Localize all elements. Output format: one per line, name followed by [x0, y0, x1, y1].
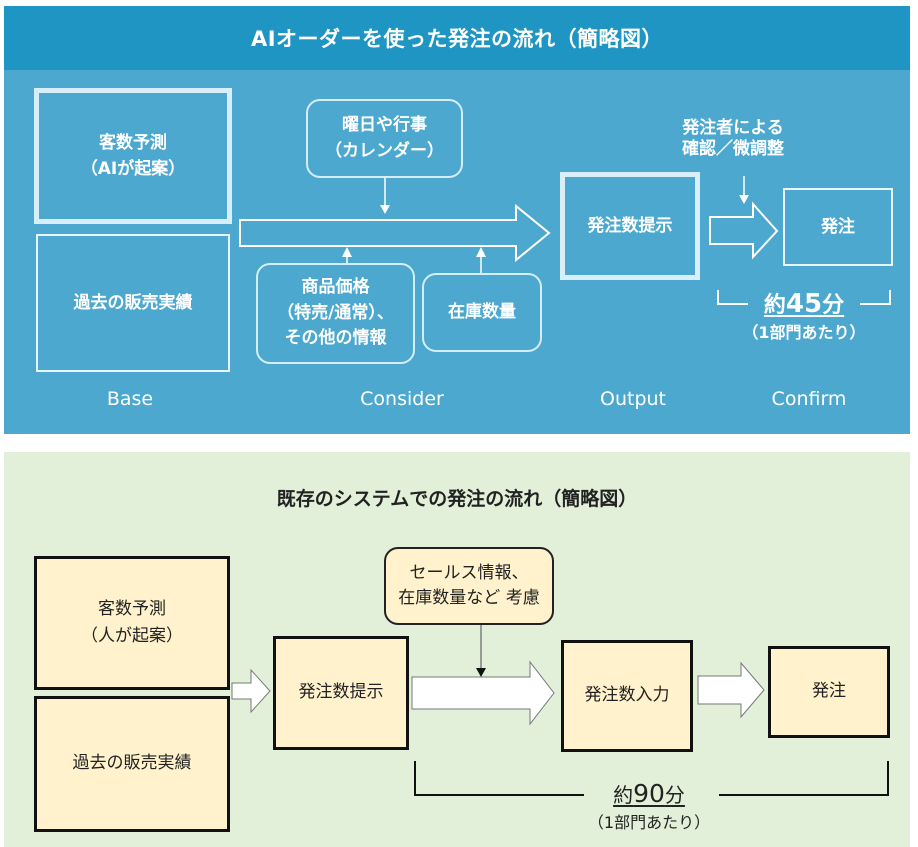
ai-time-unit: 分 [822, 293, 845, 318]
ai-order-box: 発注 [783, 188, 893, 266]
legacy-forecast-line1: 客数予測 [98, 598, 166, 619]
legacy-order-arrow [697, 661, 765, 719]
legacy-time-bracket-left [414, 761, 584, 796]
ai-price-line2: （特売/通常）、 [277, 302, 394, 323]
legacy-consider-box: セールス情報、 在庫数量など 考慮 [384, 547, 554, 625]
ai-time-main: 約45分 [742, 286, 866, 320]
ai-confirm-note-line1: 発注者による [682, 118, 784, 138]
legacy-suggest-label: 発注数提示 [298, 682, 384, 703]
legacy-history-box: 過去の販売実績 [34, 696, 230, 832]
ai-price-arrowhead [342, 247, 352, 257]
legacy-suggest-box: 発注数提示 [273, 636, 409, 750]
legacy-forecast-line2: （人が起案） [81, 626, 183, 646]
ai-confirm-note-line2: 確認／微調整 [682, 139, 784, 160]
ai-time-bracket-left [717, 290, 748, 305]
legacy-consider-arrowhead [476, 668, 486, 677]
stage-label-base: Base [106, 388, 154, 410]
ai-flow-title: AIオーダーを使った発注の流れ（簡略図） [4, 6, 910, 70]
stage-label-confirm: Confirm [771, 388, 847, 410]
ai-time-sub: （1部門あたり） [742, 323, 866, 342]
ai-forecast-box: 客数予測 （AIが起案） [34, 88, 232, 224]
legacy-base-arrow [231, 668, 271, 714]
legacy-flow-panel: 既存のシステムでの発注の流れ（簡略図） 客数予測 （人が起案） 過去の販売実績 … [4, 452, 910, 847]
legacy-input-box: 発注数入力 [561, 640, 693, 752]
legacy-order-box: 発注 [768, 646, 890, 738]
ai-price-line3: その他の情報 [284, 328, 387, 349]
ai-confirm-note: 発注者による 確認／微調整 [670, 118, 796, 161]
ai-calendar-box: 曜日や行事 （カレンダー） [306, 99, 463, 178]
legacy-flow-title: 既存のシステムでの発注の流れ（簡略図） [276, 487, 638, 510]
ai-forecast-line2: （AIが起案） [80, 159, 186, 179]
ai-forecast-line1: 客数予測 [99, 132, 167, 153]
ai-time-prefix: 約 [763, 293, 786, 318]
ai-calendar-line1: 曜日や行事 [342, 115, 427, 135]
ai-output-label: 発注数提示 [587, 215, 673, 236]
ai-history-label: 過去の販売実績 [73, 292, 193, 313]
legacy-history-label: 過去の販売実績 [72, 753, 192, 774]
legacy-order-label: 発注 [812, 681, 846, 702]
legacy-time-bracket-right [719, 761, 889, 796]
ai-history-box: 過去の販売実績 [36, 234, 230, 372]
legacy-consider-arrow [411, 660, 555, 726]
legacy-time-sub: （1部門あたり） [587, 813, 711, 832]
legacy-input-label: 発注数入力 [584, 685, 670, 706]
ai-stock-arrowhead [476, 247, 486, 257]
legacy-consider-line1: セールス情報、 [409, 562, 529, 583]
ai-order-flow-panel: AIオーダーを使った発注の流れ（簡略図） 客数予測 （AIが起案） 過去の販売実… [4, 6, 910, 434]
legacy-time-unit: 分 [664, 782, 685, 807]
ai-flow-connectors [239, 176, 891, 305]
stage-label-consider: Consider [360, 388, 444, 410]
legacy-time-prefix: 約 [613, 782, 634, 807]
ai-output-box: 発注数提示 [560, 172, 700, 280]
ai-stock-label: 在庫数量 [448, 301, 516, 322]
ai-calendar-line2: （カレンダー） [325, 140, 444, 161]
legacy-flow-connectors [231, 625, 889, 796]
ai-price-line1: 商品価格 [301, 277, 370, 298]
legacy-time-main: 約90分 [584, 776, 714, 810]
legacy-consider-line2: 在庫数量など 考慮 [398, 588, 540, 608]
ai-calendar-arrowhead [380, 205, 390, 214]
ai-time-value: 45 [785, 289, 823, 319]
stage-label-output: Output [600, 388, 666, 410]
ai-order-label: 発注 [821, 216, 855, 237]
ai-price-box: 商品価格 （特売/通常）、 その他の情報 [256, 263, 415, 364]
ai-confirm-arrowhead [739, 195, 749, 204]
legacy-forecast-box: 客数予測 （人が起案） [34, 556, 230, 690]
ai-time-bracket-right [860, 290, 891, 305]
ai-stock-box: 在庫数量 [422, 273, 542, 352]
legacy-time-value: 90 [633, 778, 665, 808]
ai-consider-arrow [239, 203, 551, 263]
ai-confirm-arrow [709, 201, 779, 260]
